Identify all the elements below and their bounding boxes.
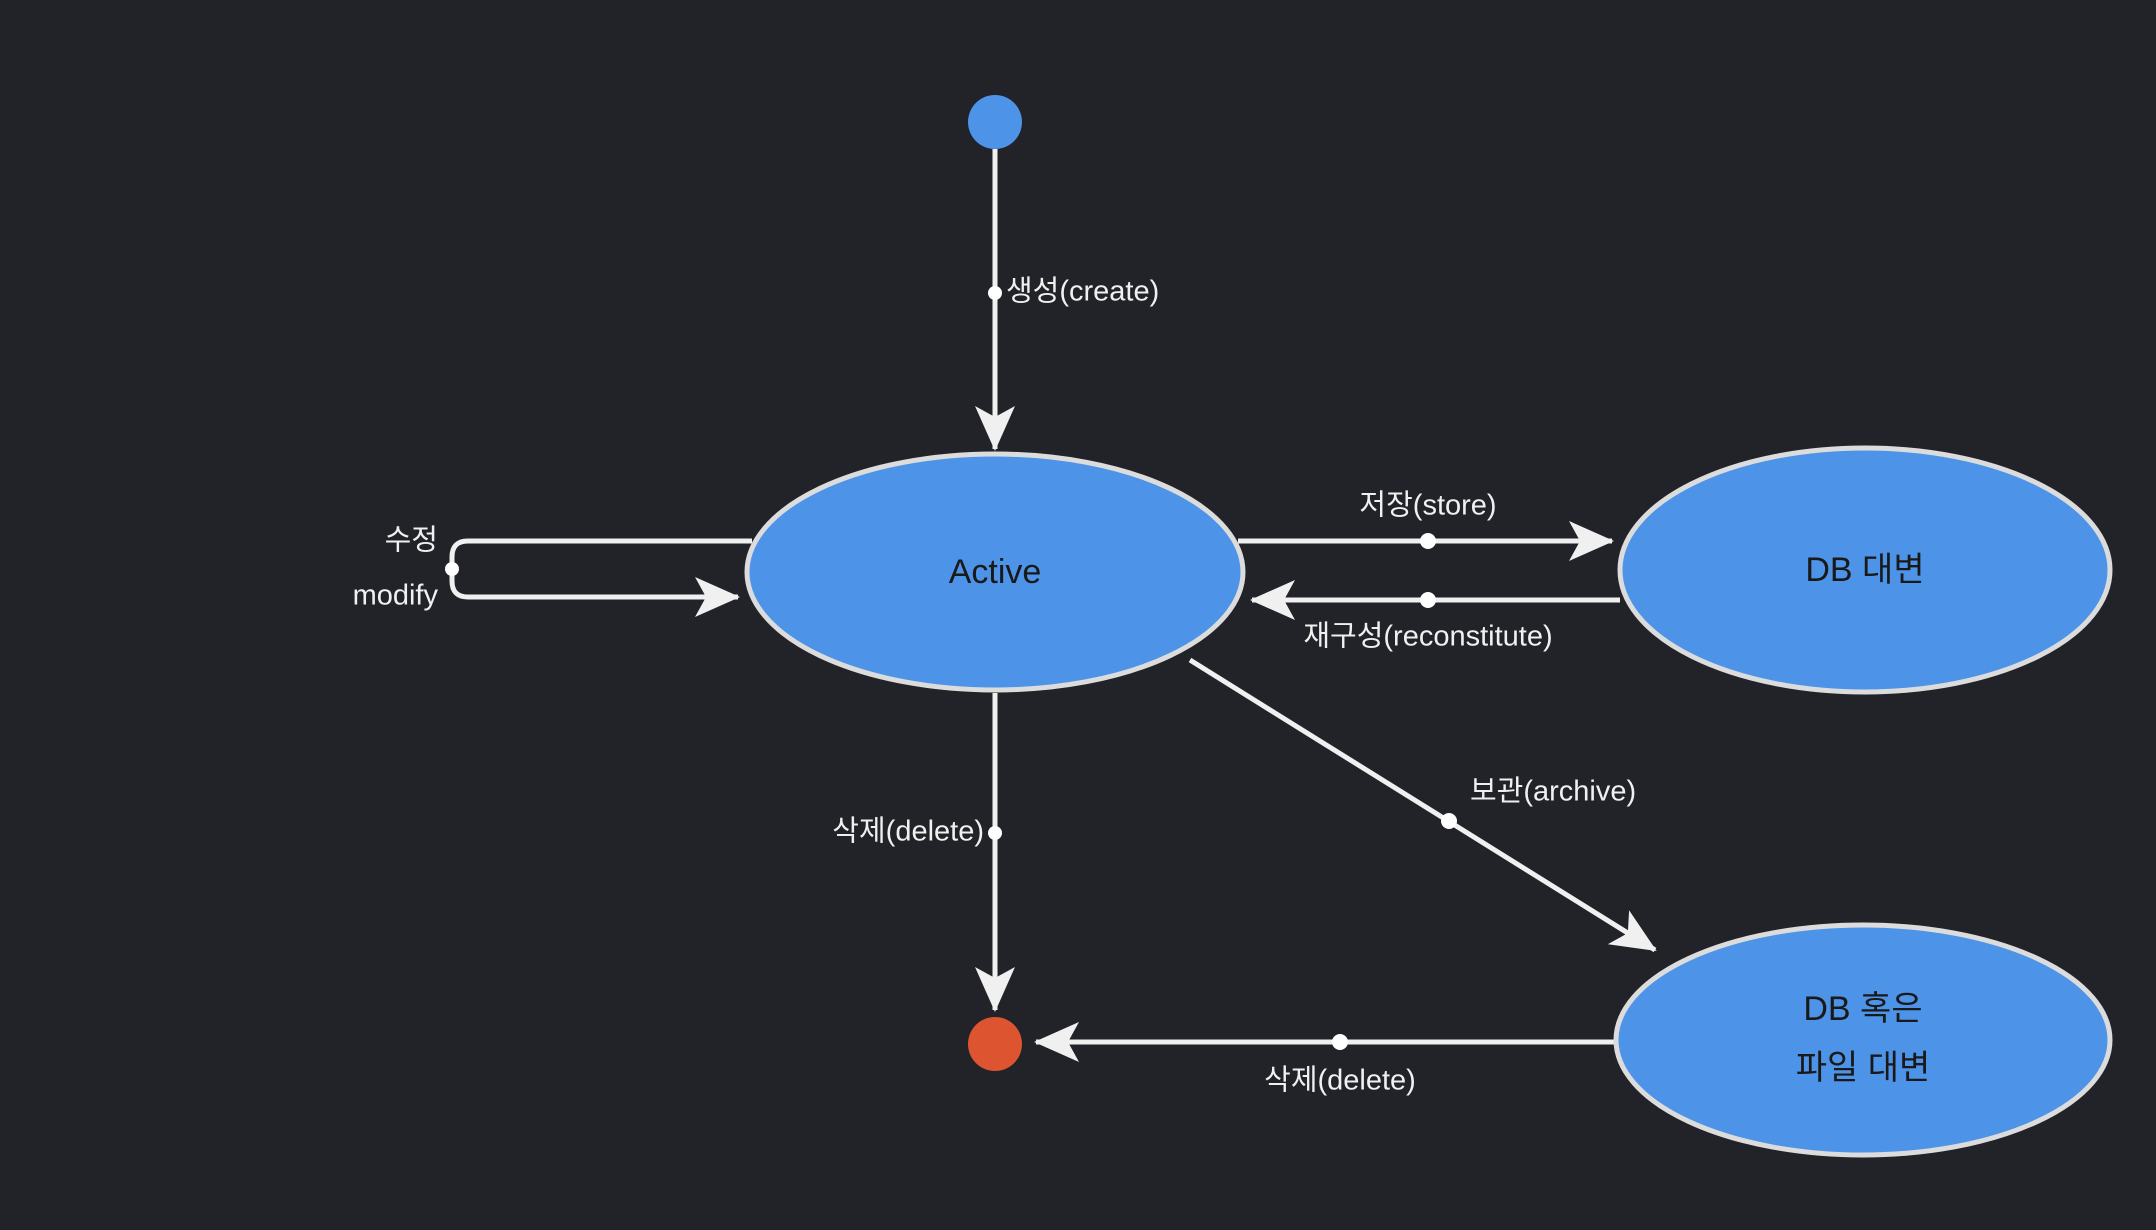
edge-delete-archive[interactable]: 삭제(delete) <box>1034 1022 1618 1097</box>
edge-delete-active-label: 삭제(delete) <box>832 816 984 848</box>
edge-reconstitute-dot <box>1420 592 1436 608</box>
state-node-archive[interactable]: DB 혹은 파일 대변 <box>1613 922 2113 1158</box>
edge-archive-dot <box>1441 813 1457 829</box>
edge-modify-label-line2: modify <box>353 580 439 612</box>
state-node-active[interactable]: Active <box>744 451 1246 693</box>
edge-reconstitute-label: 재구성(reconstitute) <box>1303 621 1552 653</box>
state-node-db[interactable]: DB 대변 <box>1617 445 2113 695</box>
edge-delete-archive-label: 삭제(delete) <box>1264 1065 1416 1097</box>
edge-reconstitute[interactable]: 재구성(reconstitute) <box>1250 580 1620 653</box>
edge-create-dot <box>988 286 1002 300</box>
edge-archive-label: 보관(archive) <box>1470 776 1636 808</box>
edge-modify-label-line1: 수정 <box>385 525 438 557</box>
edge-modify-path <box>449 538 752 617</box>
state-node-active-shape <box>744 451 1246 693</box>
state-node-archive-label-line1: DB 혹은 <box>1803 990 1922 1028</box>
edge-delete-active-dot <box>988 826 1002 840</box>
edge-archive-path <box>1188 657 1657 953</box>
start-state-node[interactable] <box>968 95 1022 149</box>
edge-store[interactable]: 저장(store) <box>1238 490 1614 561</box>
edge-create-label: 생성(create) <box>1006 276 1159 308</box>
edge-delete-active[interactable]: 삭제(delete) <box>832 693 1015 1012</box>
state-node-db-label: DB 대변 <box>1805 551 1924 589</box>
edge-modify-dot <box>445 562 459 576</box>
edge-modify[interactable]: 수정 modify <box>353 525 752 617</box>
end-state-node[interactable] <box>968 1017 1022 1071</box>
edge-archive[interactable]: 보관(archive) <box>1188 657 1657 953</box>
state-node-archive-shape <box>1613 922 2113 1158</box>
state-node-archive-label-line2: 파일 대변 <box>1796 1049 1931 1087</box>
edge-create[interactable]: 생성(create) <box>975 149 1159 451</box>
edge-store-dot <box>1420 533 1436 549</box>
edge-delete-archive-dot <box>1332 1034 1348 1050</box>
edge-store-label: 저장(store) <box>1359 490 1496 522</box>
state-node-active-label: Active <box>949 553 1042 591</box>
state-node-db-shape <box>1617 445 2113 695</box>
